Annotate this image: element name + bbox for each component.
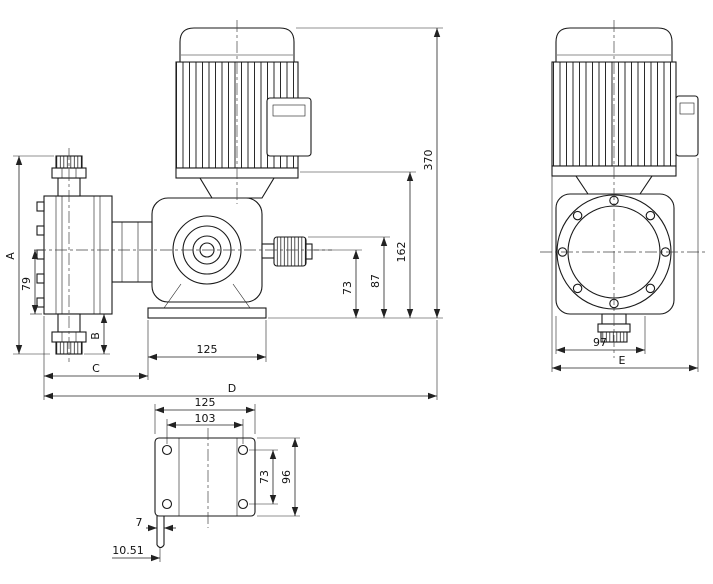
- head-bracket: [111, 221, 153, 283]
- motor-front: [551, 27, 699, 195]
- mounting-hole: [161, 498, 173, 510]
- flange-bolt: [572, 283, 583, 294]
- dim-flange-height: 162: [300, 171, 416, 318]
- knob-shaft: [261, 243, 275, 259]
- side-view: A 79 B 125 C: [4, 20, 443, 400]
- dim-label-162: 162: [395, 242, 408, 263]
- dim-slot-offset: 10.51: [112, 544, 161, 562]
- head-bolt: [36, 225, 45, 236]
- mounting-plate: [154, 437, 256, 517]
- housing-rib: [163, 283, 182, 309]
- dim-fitting-length: B: [84, 314, 110, 355]
- dim-label-103: 103: [195, 412, 216, 425]
- dim-label-87: 87: [369, 274, 382, 288]
- dim-head-offset: C: [43, 316, 149, 380]
- dim-overall-height: 370: [296, 27, 443, 318]
- flange-bolt: [645, 210, 656, 221]
- dim-label-10-51: 10.51: [112, 544, 144, 557]
- dim-label-96: 96: [280, 470, 293, 484]
- pump-head: [36, 195, 153, 315]
- flange-bolt: [572, 210, 583, 221]
- dim-plate-depth: 96: [257, 437, 300, 517]
- knob-knurled-grip: [273, 236, 307, 267]
- housing-rib: [232, 283, 251, 309]
- motor-junction-box: [675, 95, 699, 157]
- dim-front-base-width: 97: [555, 316, 646, 354]
- dim-label-C: C: [92, 362, 100, 375]
- mounting-hole: [161, 444, 173, 456]
- dim-hole-spacing-y: 73: [249, 449, 278, 505]
- dim-center-height: 73: [314, 249, 362, 318]
- dim-plate-width: 125: [154, 396, 256, 434]
- dim-label-A: A: [4, 252, 17, 260]
- mounting-hole: [237, 498, 249, 510]
- head-body: [43, 195, 113, 315]
- junction-box-lid: [272, 104, 306, 117]
- head-bolt: [36, 297, 45, 308]
- front-view: 97 E: [540, 20, 706, 372]
- motor-side: [175, 27, 312, 199]
- dim-slot-width: 7: [136, 516, 176, 532]
- head-bolt: [36, 201, 45, 212]
- dim-label-73: 73: [341, 281, 354, 295]
- base-plan-view: 125 103 73 96 7: [112, 396, 300, 562]
- flange-bolt: [645, 283, 656, 294]
- slot-detail: [156, 516, 165, 549]
- dim-label-D: D: [228, 382, 236, 395]
- dim-base-width: 125: [147, 320, 267, 362]
- base-foot: [147, 307, 267, 319]
- dim-label-370: 370: [422, 150, 435, 171]
- dim-label-E: E: [619, 354, 626, 367]
- dim-knob-height: 87: [308, 236, 390, 318]
- dim-overall-length: D: [43, 320, 438, 400]
- dim-label-base-125: 125: [195, 396, 216, 409]
- dim-label-7: 7: [136, 516, 143, 529]
- head-bolt: [36, 249, 45, 260]
- dim-hole-spacing-x: 103: [166, 412, 244, 444]
- housing-front: [555, 193, 675, 315]
- dim-label-97: 97: [593, 336, 607, 349]
- adjustment-knob: [261, 236, 313, 267]
- junction-box-lid: [679, 102, 695, 115]
- dim-label-B: B: [89, 332, 102, 340]
- gear-housing: [147, 197, 267, 319]
- mounting-hole: [237, 444, 249, 456]
- slot-end: [156, 544, 165, 549]
- dim-label-125: 125: [197, 343, 218, 356]
- head-bolt: [36, 273, 45, 284]
- motor-junction-box: [266, 97, 312, 157]
- dim-overall-width: E: [551, 158, 699, 372]
- knob-end-cap: [305, 243, 313, 260]
- dim-label-79: 79: [20, 277, 33, 291]
- dim-label-base-73: 73: [258, 470, 271, 484]
- dim-center-to-bottom: 79: [20, 250, 42, 315]
